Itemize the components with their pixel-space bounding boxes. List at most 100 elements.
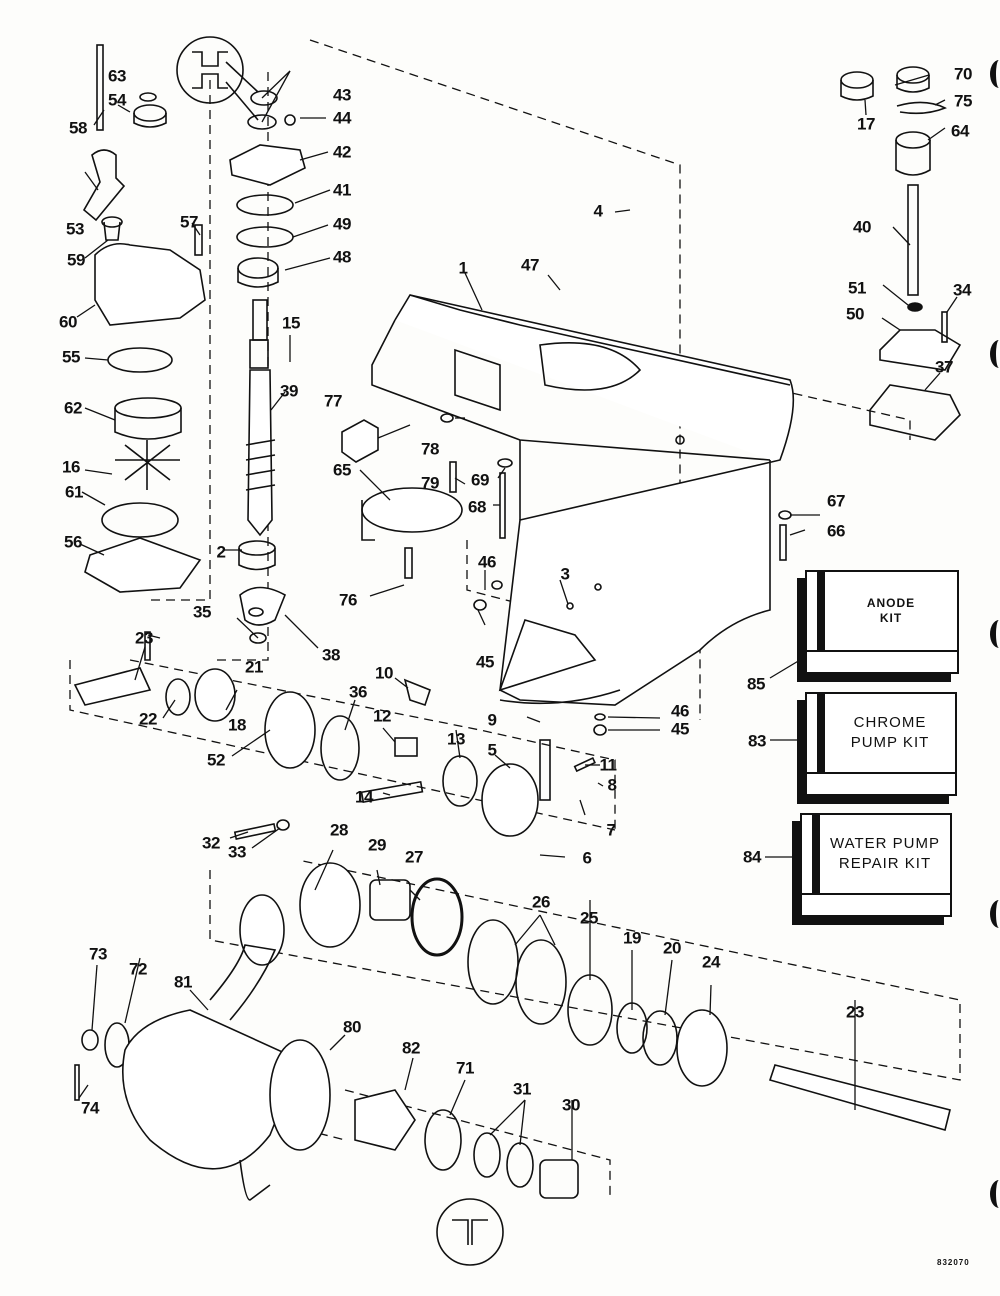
callout-12: 12: [373, 706, 391, 726]
callout-6: 6: [582, 848, 592, 868]
callout-62: 62: [64, 398, 82, 418]
callout-65: 65: [333, 460, 351, 480]
callout-14: 14: [355, 787, 373, 807]
drawing-number: 832070: [937, 1258, 970, 1267]
callout-39: 39: [280, 381, 298, 401]
callout-66: 66: [827, 521, 845, 541]
callout-78: 78: [421, 439, 439, 459]
callout-59: 59: [67, 250, 85, 270]
callout-23-upper: 23: [135, 628, 153, 648]
callout-19: 19: [623, 928, 641, 948]
callout-48: 48: [333, 247, 351, 267]
callout-49: 49: [333, 214, 351, 234]
propeller: [122, 944, 579, 1201]
anode-and-trim-tab: [341, 413, 597, 692]
callout-7: 7: [606, 820, 616, 840]
callout-38: 38: [322, 645, 340, 665]
callout-5: 5: [487, 740, 497, 760]
callout-34: 34: [953, 280, 971, 300]
callout-54: 54: [108, 90, 126, 110]
callout-57: 57: [180, 212, 198, 232]
callout-20: 20: [663, 938, 681, 958]
callout-28: 28: [330, 820, 348, 840]
callout-15: 15: [282, 313, 300, 333]
callout-24: 24: [702, 952, 720, 972]
callout-52: 52: [207, 750, 225, 770]
callout-40: 40: [853, 217, 871, 237]
callout-37: 37: [935, 357, 953, 377]
binding-mark: [990, 900, 1000, 928]
callout-42: 42: [333, 142, 351, 162]
anode-kit-box: ANODE KIT: [805, 570, 959, 674]
binding-mark: [990, 340, 1000, 368]
callout-53: 53: [66, 219, 84, 239]
callout-64: 64: [951, 121, 969, 141]
binding-mark: [990, 60, 1000, 88]
callout-56: 56: [64, 532, 82, 552]
callout-71: 71: [456, 1058, 474, 1078]
callout-46-upper: 46: [478, 552, 496, 572]
callout-29: 29: [368, 835, 386, 855]
callout-2: 2: [216, 542, 226, 562]
callout-51: 51: [848, 278, 866, 298]
callout-80: 80: [343, 1017, 361, 1037]
callout-76: 76: [339, 590, 357, 610]
chrome-pump-kit-label: CHROME PUMP KIT: [850, 714, 930, 751]
callout-41: 41: [333, 180, 351, 200]
callout-17: 17: [857, 114, 875, 134]
water-pump-repair-kit-box: WATER PUMP REPAIR KIT: [800, 813, 952, 917]
callout-46-lower: 46: [671, 701, 689, 721]
callout-50: 50: [846, 304, 864, 324]
callout-68: 68: [468, 497, 486, 517]
callout-70: 70: [954, 64, 972, 84]
gear-shift-components: [73, 667, 596, 837]
callout-26: 26: [532, 892, 550, 912]
callout-leader-lines: [76, 70, 958, 1160]
callout-16: 16: [62, 457, 80, 477]
propshaft-bearing-stack: [74, 862, 951, 1131]
callout-10: 10: [375, 663, 393, 683]
callout-22: 22: [139, 709, 157, 729]
callout-73: 73: [89, 944, 107, 964]
callout-83: 83: [748, 731, 766, 751]
callout-18: 18: [228, 715, 246, 735]
callout-32: 32: [202, 833, 220, 853]
callout-27: 27: [405, 847, 423, 867]
callout-45-upper: 45: [476, 652, 494, 672]
callout-8: 8: [607, 775, 617, 795]
callout-67: 67: [827, 491, 845, 511]
seal-detail-circle: [176, 36, 504, 1266]
callout-21: 21: [245, 657, 263, 677]
binding-mark: [990, 620, 1000, 648]
callout-55: 55: [62, 347, 80, 367]
callout-84: 84: [743, 847, 761, 867]
callout-72: 72: [129, 959, 147, 979]
callout-36: 36: [349, 682, 367, 702]
callout-1: 1: [458, 258, 468, 278]
small-fasteners: [144, 510, 792, 841]
callout-33: 33: [228, 842, 246, 862]
callout-69: 69: [471, 470, 489, 490]
binding-mark: [990, 1180, 1000, 1208]
callout-61: 61: [65, 482, 83, 502]
callout-23-lower: 23: [846, 1002, 864, 1022]
callout-77: 77: [324, 391, 342, 411]
callout-85: 85: [747, 674, 765, 694]
callout-81: 81: [174, 972, 192, 992]
water-pump-stack: [82, 44, 206, 593]
callout-47: 47: [521, 255, 539, 275]
callout-63: 63: [108, 66, 126, 86]
callout-74: 74: [81, 1098, 99, 1118]
callout-11: 11: [599, 755, 617, 775]
callout-45-lower: 45: [671, 719, 689, 739]
callout-82: 82: [402, 1038, 420, 1058]
water-pump-repair-kit-label: WATER PUMP REPAIR KIT: [830, 835, 940, 872]
callout-75: 75: [954, 91, 972, 111]
gearcase-housing: [371, 294, 795, 706]
callout-25: 25: [580, 908, 598, 928]
callout-58: 58: [69, 118, 87, 138]
callout-13: 13: [447, 729, 465, 749]
callout-79: 79: [421, 473, 439, 493]
callout-35: 35: [193, 602, 211, 622]
